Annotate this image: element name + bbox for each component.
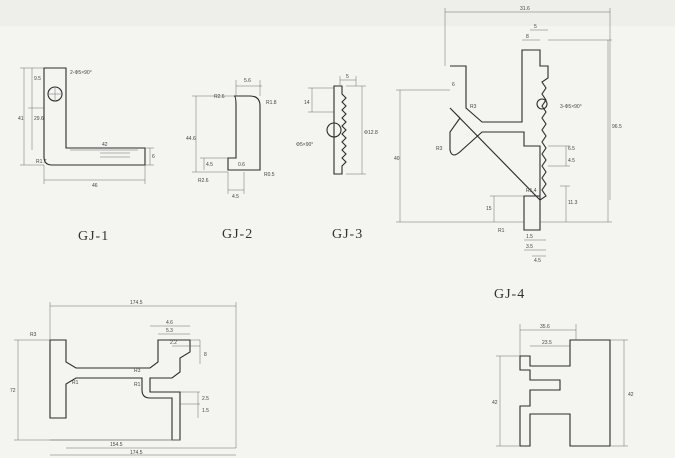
part-gj2: 5.6 R2.6 R1.8 44.6 4.5 0.6 R2.6 R0.5 4.5… (186, 78, 277, 242)
gj5-dim-bottom-inner: 154.5 (110, 442, 123, 448)
part-gj5: 174.5 R3 R1 4.6 5.3 2.2 8 R3 R1 72 154.5… (10, 300, 237, 456)
gj6-dim-top2: 23.5 (542, 340, 552, 346)
gj2-dim-small2: 0.6 (238, 162, 245, 168)
gj5-dim-r-inner: R1 (72, 380, 79, 386)
gj1-dim-corner: R1.7 (36, 159, 47, 165)
gj3-dim-left: 14 (304, 100, 310, 106)
gj5-dim-left-h: 72 (10, 388, 16, 394)
gj1-dim-height: 41 (18, 116, 24, 122)
part-gj6: 35.6 23.5 42 42 (492, 324, 634, 447)
gj4-dim-mid: 6.5 (568, 146, 575, 152)
gj1-dim-top: 9.5 (34, 76, 41, 82)
gj5-dim-h: 8 (204, 352, 207, 358)
gj6-dim-left-h: 42 (492, 400, 498, 406)
gj3-profile (333, 85, 347, 175)
gj4-dim-left-h: 40 (394, 156, 400, 162)
gj3-hole (326, 122, 342, 138)
gj1-label: GJ-1 (78, 229, 109, 244)
gj5-dim-d2: 5.3 (166, 328, 173, 334)
gj4-dim-right-h: 96.5 (612, 124, 622, 130)
gj1-dim-inner: 42 (102, 142, 108, 148)
gj5-dim-r5: R1 (134, 382, 141, 388)
gj6-profile (519, 339, 611, 447)
gj5-dim-r-top: R3 (30, 332, 37, 338)
gj2-dim-small: 4.5 (206, 162, 213, 168)
gj4-dim-top2: 5 (534, 24, 537, 30)
gj5-dim-top: 174.5 (130, 300, 143, 306)
gj2-dim-r-top-right: R1.8 (266, 100, 277, 106)
gj4-dim-b2: 3.5 (526, 244, 533, 250)
gj2-dim-r-bottom-left: R2.6 (198, 178, 209, 184)
gj1-dim-hole: 2-Φ5×90° (70, 70, 92, 76)
gj1-dim-mid: 29.6 (34, 116, 44, 122)
gj3-dim-top: 5 (346, 74, 349, 80)
gj4-dim-top1: 8 (526, 34, 529, 40)
gj2-label: GJ-2 (222, 227, 253, 242)
gj5-dim-d1: 4.6 (166, 320, 173, 326)
gj3-dim-hole: Φ5×90° (296, 142, 313, 148)
gj6-dim-right-h: 42 (628, 392, 634, 398)
gj2-profile (227, 95, 261, 171)
gj4-label: GJ-4 (494, 287, 525, 302)
gj5-dim-r4: R3 (134, 368, 141, 374)
gj6-dim-top1: 35.6 (540, 324, 550, 330)
gj4-dim-b3: 4.5 (534, 258, 541, 264)
gj4-dim-r-low: R1.4 (526, 188, 537, 194)
gj2-dim-top: 5.6 (244, 78, 251, 84)
part-gj3: 5 14 Φ12.8 Φ5×90° GJ-3 (296, 74, 378, 242)
gj3-dim-right: Φ12.8 (364, 130, 378, 136)
gj1-dim-bottom: 6 (152, 154, 155, 160)
gj5-profile (49, 339, 191, 441)
gj4-profile (449, 49, 549, 231)
gj1-profile (43, 67, 146, 166)
part-gj1: 2-Φ5×90° 41 9.5 29.6 46 R1.7 6 42 GJ-1 (18, 67, 155, 244)
gj5-dim-d3: 2.2 (170, 340, 177, 346)
sheet-header (0, 0, 675, 26)
gj4-dim-v6: 6 (452, 82, 455, 88)
gj4-dim-h15: 15 (486, 206, 492, 212)
gj2-dim-bottom: 4.5 (232, 194, 239, 200)
gj4-dim-r-low2: R1 (498, 228, 505, 234)
gj4-dim-hole: 3-Φ5×90° (560, 104, 582, 110)
gj1-dim-width: 46 (92, 183, 98, 189)
gj2-dim-r-bottom-right: R0.5 (264, 172, 275, 178)
gj4-dim-r2: R3 (436, 146, 443, 152)
gj4-hole (536, 98, 548, 110)
gj5-dim-s1: 2.5 (202, 396, 209, 402)
gj5-dim-s2: 1.5 (202, 408, 209, 414)
gj4-dim-lower: 11.3 (568, 200, 578, 206)
gj4-dim-mid2: 4.5 (568, 158, 575, 164)
gj4-dim-b1: 1.5 (526, 234, 533, 240)
gj4-dim-width: 31.6 (520, 6, 530, 12)
part-gj4: 31.6 8 5 40 96.5 R3 R3 3-Φ5×90° 6.5 4.5 … (394, 6, 622, 302)
gj3-label: GJ-3 (332, 227, 363, 242)
gj5-dim-bottom: 174.5 (130, 450, 143, 456)
gj2-dim-height: 44.6 (186, 136, 196, 142)
gj2-dim-r-top-left: R2.6 (214, 94, 225, 100)
gj4-dim-r1: R3 (470, 104, 477, 110)
